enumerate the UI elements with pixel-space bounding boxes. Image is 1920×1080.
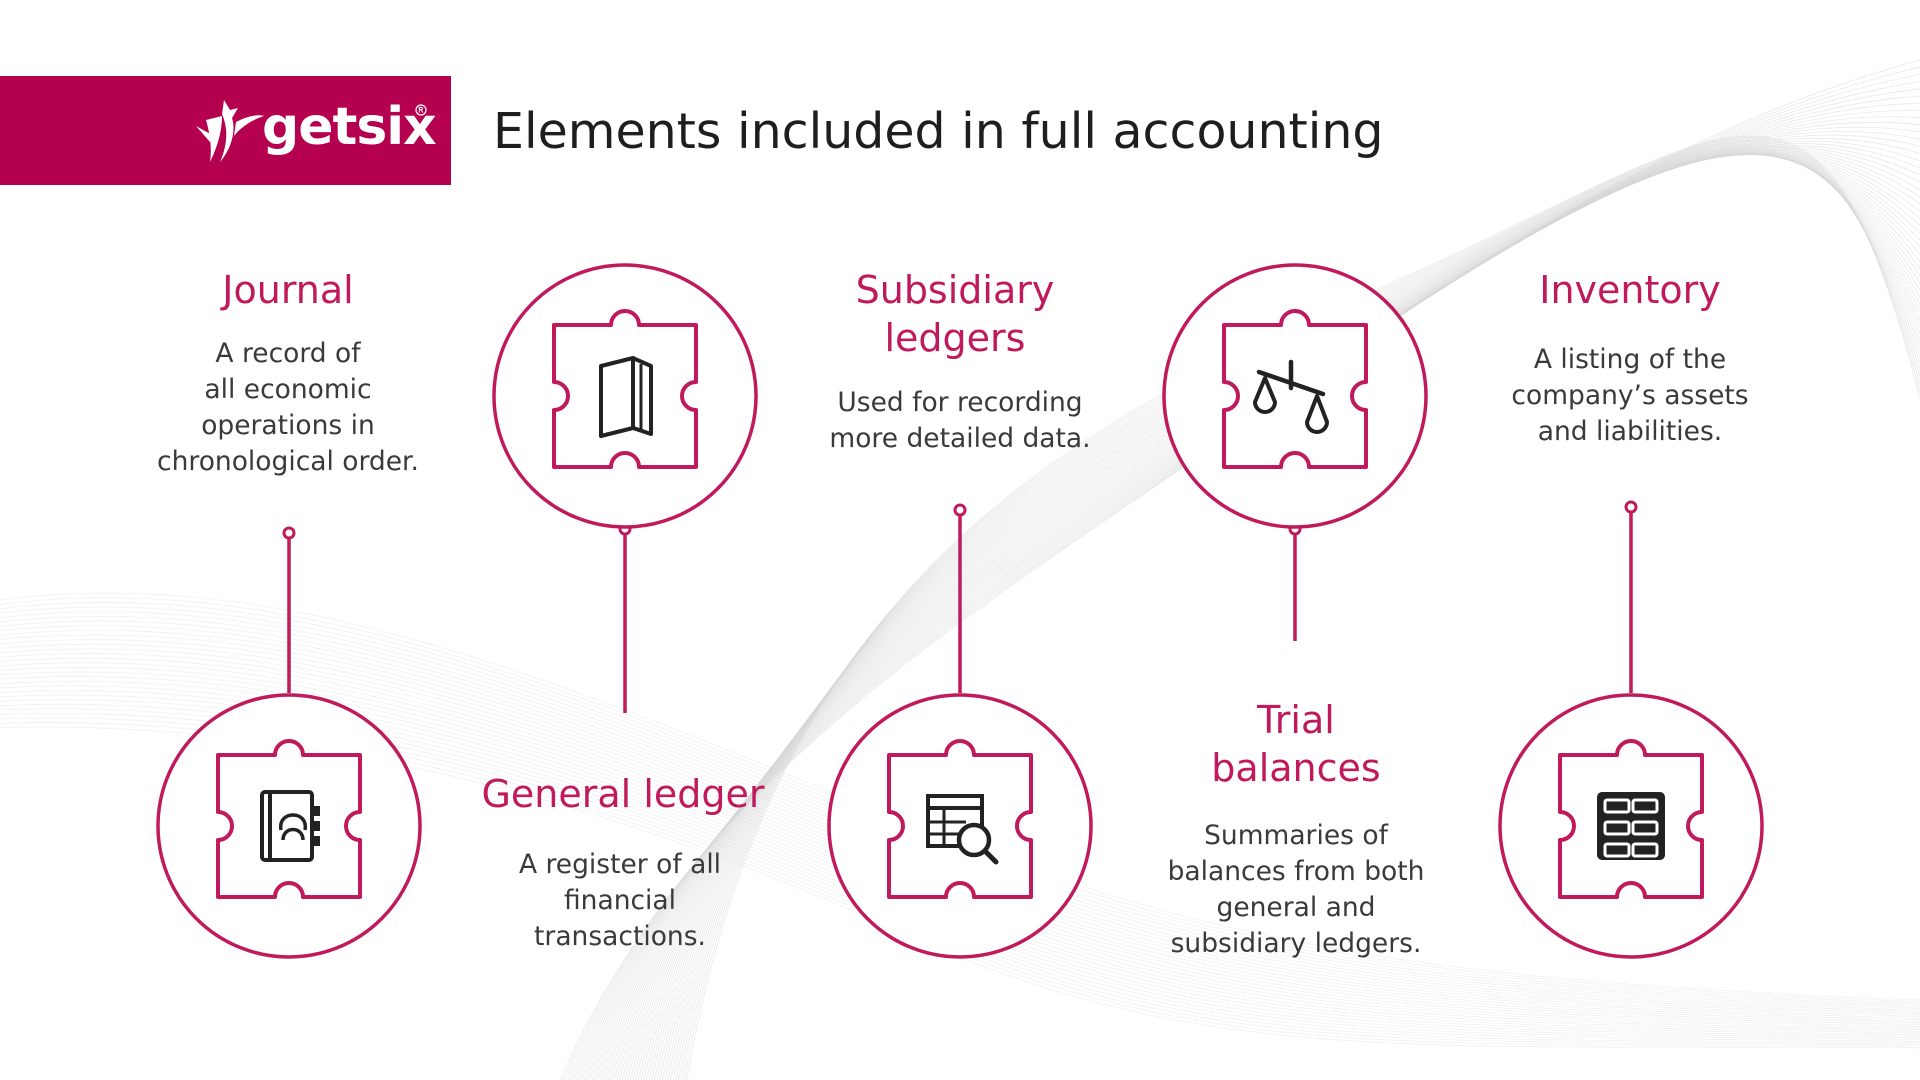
trial-balances-description: Summaries of balances from both general … (1167, 820, 1425, 959)
grid-icon (1597, 792, 1665, 860)
puzzle-piece-icon (887, 739, 1033, 899)
registered-mark-icon (415, 104, 427, 116)
journal-description: A record of all economic operations in c… (157, 338, 419, 477)
page-title: Elements included in full accounting (493, 103, 1384, 160)
brand-wordmark: getsix (262, 97, 437, 157)
puzzle-piece-icon (1222, 309, 1368, 469)
general-ledger-description: A register of all financial transactions… (518, 849, 722, 952)
connector-dot (282, 526, 296, 540)
inventory-description: A listing of the company’s assets and li… (1511, 344, 1749, 447)
trial-balances-title: Trial balances (1211, 698, 1381, 790)
scales-icon (1253, 359, 1329, 434)
inventory-title: Inventory (1539, 268, 1721, 312)
subsidiary-ledgers-title: Subsidiary ledgers (855, 268, 1055, 360)
general-ledger-title: General ledger (481, 772, 765, 816)
puzzle-piece-icon (216, 739, 362, 899)
connector-dot (1624, 500, 1638, 514)
book-icon (599, 356, 653, 438)
puzzle-piece-icon (552, 309, 698, 469)
journal-title: Journal (222, 268, 354, 312)
getsix-logo-icon (196, 100, 264, 162)
connector-dot (953, 503, 967, 517)
brand-bar: getsix (0, 76, 451, 185)
address-book-icon (260, 790, 320, 862)
table-search-icon (926, 794, 999, 865)
subsidiary-ledgers-description: Used for recording more detailed data. (829, 387, 1091, 454)
